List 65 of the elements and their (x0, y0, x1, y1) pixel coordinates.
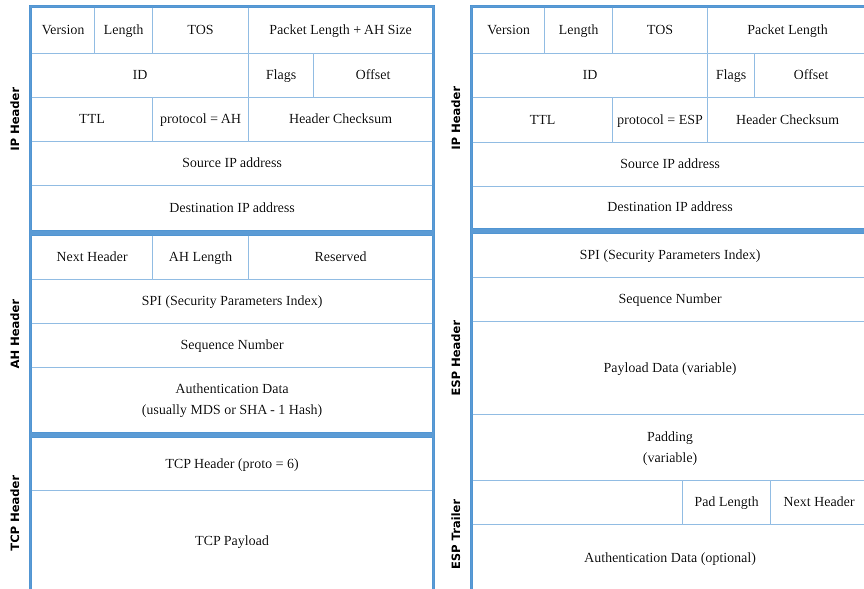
field-label: Length (104, 22, 144, 40)
section-heading: IP Header (449, 86, 463, 150)
field-label: Destination IP address (169, 200, 295, 218)
header-field (683, 481, 771, 525)
field-label: Sequence Number (180, 337, 284, 355)
field-label: Source IP address (182, 155, 282, 173)
field-label: ID (582, 67, 598, 85)
field-label: TCP Header (proto = 6) (165, 456, 299, 474)
field-label: Pad Length (694, 494, 759, 512)
field-label: TOS (646, 22, 674, 40)
field-label: Next Header (56, 249, 128, 267)
field-label: Sequence Number (618, 291, 722, 309)
field-label: Reserved (314, 249, 367, 267)
field-label: TTL (530, 112, 556, 130)
field-label: Source IP address (620, 156, 720, 174)
field-label: protocol = ESP (617, 112, 703, 130)
header-field (32, 54, 249, 98)
field-label: Version (487, 22, 530, 40)
field-label: TTL (79, 111, 105, 129)
field-label: Version (42, 22, 84, 40)
section-heading: IP Header (8, 87, 22, 151)
field-label: Packet Length (747, 22, 828, 40)
field-label: Packet Length + AH Size (269, 22, 412, 40)
header-field (95, 8, 153, 54)
header-field (153, 8, 249, 54)
field-label: Offset (356, 67, 390, 85)
field-label: SPI (Security Parameters Index) (580, 247, 760, 265)
field-label: protocol = AH (160, 111, 241, 129)
header-field (32, 98, 153, 142)
field-label: Header Checksum (288, 111, 392, 129)
header-field (473, 98, 613, 143)
section-heading: ESP Header (449, 320, 463, 396)
field-label: TOS (187, 22, 214, 40)
section-heading: AH Header (8, 299, 22, 369)
section-heading: TCP Header (8, 475, 22, 551)
field-label: (usually MDS or SHA - 1 Hash) (142, 402, 322, 420)
section-heading: ESP Trailer (449, 498, 463, 568)
header-field (32, 8, 95, 54)
field-label: (variable) (642, 450, 698, 468)
header-field (613, 8, 708, 54)
header-field (473, 8, 545, 54)
field-label: Payload Data (variable) (604, 360, 736, 378)
field-label: Padding (647, 428, 693, 446)
field-label: Length (558, 22, 598, 40)
header-field (32, 236, 153, 280)
field-label: Flags (266, 67, 296, 85)
empty-field (473, 481, 683, 525)
header-field (613, 98, 708, 143)
header-field (708, 54, 755, 98)
field-label: ID (132, 67, 148, 85)
field-label: Offset (794, 67, 828, 85)
header-field (473, 54, 708, 98)
header-field (249, 54, 314, 98)
header-field (545, 8, 613, 54)
field-label: Authentication Data (175, 381, 289, 399)
field-label: Destination IP address (607, 199, 733, 217)
header-field (153, 98, 249, 142)
field-label: TCP Payload (195, 533, 269, 551)
field-label: Header Checksum (736, 112, 840, 130)
field-label: AH Length (168, 249, 232, 267)
field-label: Authentication Data (optional) (584, 550, 756, 568)
header-field (153, 236, 249, 280)
field-label: SPI (Security Parameters Index) (142, 293, 322, 311)
field-label: Next Header (783, 494, 855, 512)
field-label: Flags (716, 67, 746, 85)
